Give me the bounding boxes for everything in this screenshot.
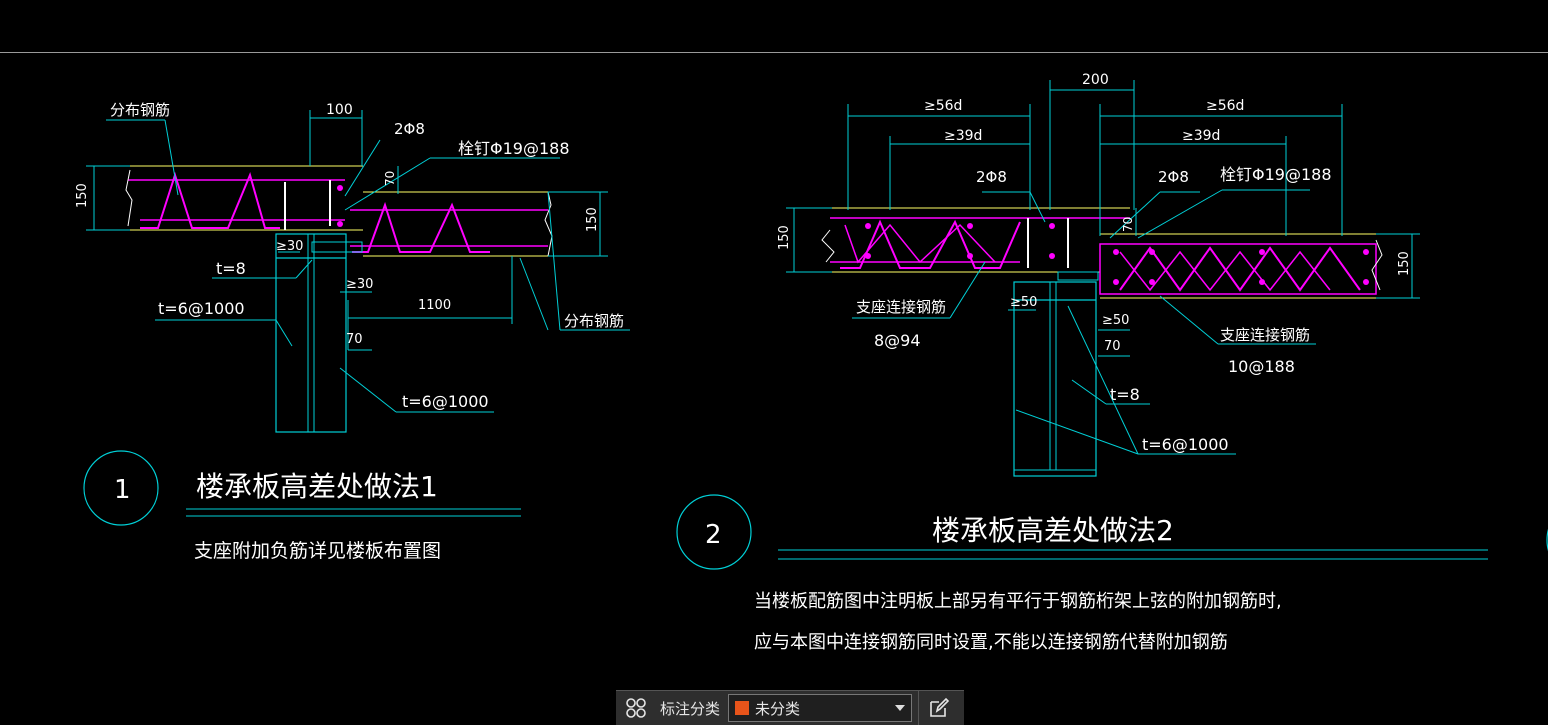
detail-1-right-slab <box>350 191 553 257</box>
detail-1-dim-150-left: 150 <box>75 183 90 208</box>
edit-button[interactable] <box>919 691 959 725</box>
grid-icon <box>626 698 646 718</box>
detail-1-label-t8: t=8 <box>216 259 246 278</box>
detail-2-label-support-rebar-left: 支座连接钢筋 <box>856 298 946 316</box>
detail-2-dim-ge39d-right: ≥39d <box>1182 128 1220 144</box>
detail-2-dim-70: 70 <box>1121 217 1135 232</box>
detail-2-right-slab <box>1099 233 1383 299</box>
detail-2-steel-beam <box>1013 271 1099 477</box>
detail-2-left-slab <box>821 207 1130 273</box>
detail-2-number: 2 <box>705 520 722 550</box>
edit-icon <box>930 697 950 717</box>
annotation-category-label: 标注分类 <box>660 699 721 718</box>
detail-2-label-support-rebar-right: 支座连接钢筋 <box>1220 326 1310 344</box>
chevron-down-icon <box>895 705 906 711</box>
detail-2-note-line-2: 应与本图中连接钢筋同时设置,不能以连接钢筋代替附加钢筋 <box>754 632 1228 653</box>
detail-2-dim-ge39d-left: ≥39d <box>944 128 982 144</box>
detail-2-label-2phi8-a: 2Φ8 <box>976 168 1007 186</box>
detail-1-label-t6-left: t=6@1000 <box>158 299 245 318</box>
detail-2-number-circle <box>676 494 752 570</box>
detail-1-dim-ge30-b: ≥30 <box>346 277 373 292</box>
grid-button[interactable] <box>616 691 656 725</box>
detail-1: 分布钢筋 100 2Φ8 栓钉Φ19@188 150 70 150 ≥30 t=… <box>75 101 630 562</box>
detail-1-title: 楼承板高差处做法1 <box>196 470 438 503</box>
detail-2-dim-ge50-b: ≥50 <box>1102 313 1129 328</box>
detail-2-dim-200: 200 <box>1082 72 1109 88</box>
detail-2-label-t6: t=6@1000 <box>1142 435 1229 454</box>
detail-2-dim-ge56d-left: ≥56d <box>924 98 962 114</box>
detail-2-label-t8: t=8 <box>1110 385 1140 404</box>
toolbar-divider <box>918 691 920 725</box>
detail-1-dim-70-b: 70 <box>346 332 363 347</box>
detail-2-label-2phi8-b: 2Φ8 <box>1158 168 1189 186</box>
detail-1-dim-150-right: 150 <box>585 207 600 232</box>
annotation-category-toolbar: 标注分类 未分类 <box>616 690 964 725</box>
detail-1-label-distribution-rebar-right: 分布钢筋 <box>564 312 624 330</box>
detail-2-note-line-1: 当楼板配筋图中注明板上部另有平行于钢筋桁架上弦的附加钢筋时, <box>754 591 1282 612</box>
detail-2-label-support-rebar-left-spec: 8@94 <box>874 331 921 350</box>
detail-2-label-stud: 栓钉Φ19@188 <box>1220 165 1332 184</box>
detail-1-label-t6-bottom: t=6@1000 <box>402 392 489 411</box>
detail-1-dim-70: 70 <box>383 171 397 186</box>
detail-2-label-support-rebar-right-spec: 10@188 <box>1228 357 1295 376</box>
detail-1-dim-1100: 1100 <box>418 298 451 313</box>
detail-1-label-distribution-rebar: 分布钢筋 <box>110 101 170 119</box>
detail-1-dim-100: 100 <box>326 102 353 118</box>
detail-2-dimensions <box>786 80 1420 455</box>
detail-2: 200 ≥56d ≥56d ≥39d ≥39d 2Φ8 2Φ8 栓钉Φ19@18… <box>676 72 1488 653</box>
annotation-category-value: 未分类 <box>755 699 801 718</box>
detail-1-label-stud: 栓钉Φ19@188 <box>458 139 570 158</box>
detail-2-title: 楼承板高差处做法2 <box>932 514 1174 547</box>
detail-1-dimensions <box>86 110 630 413</box>
detail-1-number-circle <box>83 450 159 526</box>
annotation-category-select[interactable]: 未分类 <box>728 694 913 722</box>
detail-1-dim-ge30-a: ≥30 <box>276 239 303 254</box>
viewport-top-border <box>0 52 1548 53</box>
category-color-swatch <box>735 701 750 715</box>
detail-1-note: 支座附加负筋详见楼板布置图 <box>194 540 441 562</box>
detail-1-label-2phi8: 2Φ8 <box>394 120 425 138</box>
detail-2-dim-150-left: 150 <box>777 225 792 250</box>
detail-1-steel-beam <box>275 233 363 433</box>
detail-2-dim-70-b: 70 <box>1104 339 1121 354</box>
detail-3-number-circle-partial <box>1546 529 1548 551</box>
detail-1-number: 1 <box>114 475 131 505</box>
detail-2-dim-150-right: 150 <box>1397 251 1412 276</box>
detail-2-dim-ge50-a: ≥50 <box>1010 295 1037 310</box>
detail-2-dim-ge56d-right: ≥56d <box>1206 98 1244 114</box>
detail-1-left-slab <box>125 165 363 231</box>
